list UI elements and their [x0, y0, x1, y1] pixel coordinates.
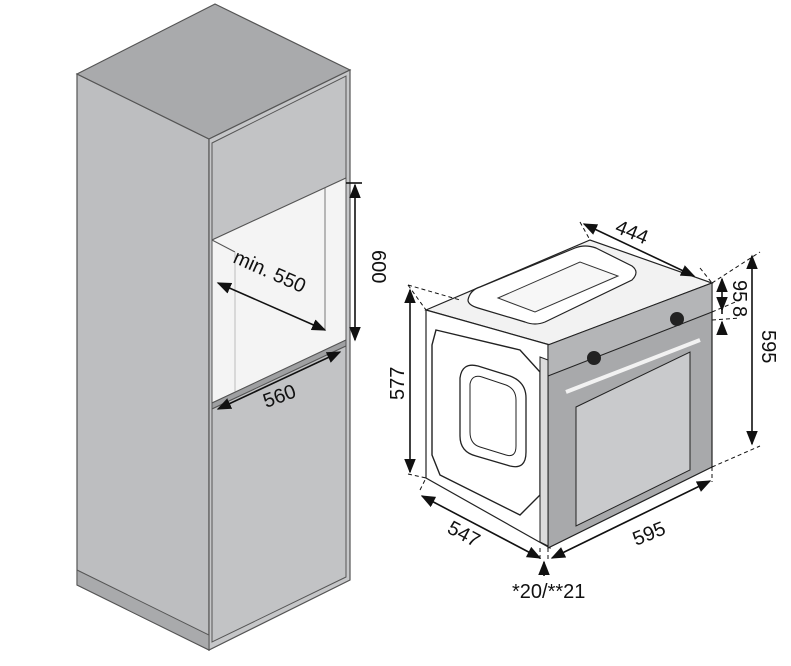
dim-oven-8: 8	[716, 306, 750, 335]
label-95: 95	[728, 280, 750, 302]
left-knob	[587, 351, 601, 365]
dim-oven-95: 95	[716, 277, 750, 312]
door-handle	[565, 338, 701, 394]
dim-oven-height: 595	[746, 254, 779, 446]
dim-door-offset: *20/**21	[512, 560, 585, 603]
label-595-height: 595	[757, 330, 779, 363]
right-knob	[670, 312, 684, 326]
label-547: 547	[444, 517, 484, 552]
label-577: 577	[387, 367, 409, 400]
label-8: 8	[728, 306, 750, 317]
label-600: 600	[367, 250, 389, 283]
dim-oven-577: 577	[387, 288, 416, 474]
tall-cabinet	[75, 3, 352, 651]
label-595-width: 595	[630, 518, 669, 551]
label-door-note: *20/**21	[512, 581, 585, 603]
label-444: 444	[612, 216, 651, 249]
dim-cabinet-height: 600	[346, 182, 389, 342]
